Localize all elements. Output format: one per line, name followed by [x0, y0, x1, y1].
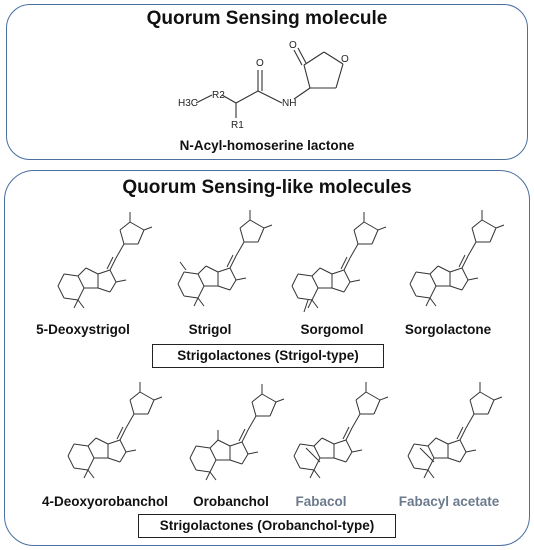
molecule-fabacyl-acetate	[407, 381, 503, 479]
atom-nh: NH	[282, 98, 296, 109]
atom-r2: R2	[212, 90, 225, 101]
orobanchol-type-box: Strigolactones (Orobanchol-type)	[138, 514, 396, 538]
ahl-structure: H3C R2 R1 O NH O O	[178, 40, 349, 131]
compound-label-sorgolactone: Sorgolactone	[404, 322, 492, 337]
bottom-panel-title: Quorum Sensing-like molecules	[122, 177, 412, 198]
strigol-type-box: Strigolactones (Strigol-type)	[152, 344, 384, 368]
ahl-label: N-Acyl-homoserine lactone	[179, 138, 355, 153]
atom-lactone-o: O	[289, 40, 297, 51]
atom-carbonyl-o: O	[256, 58, 264, 69]
top-panel-title: Quorum Sensing molecule	[146, 8, 388, 29]
top-panel	[6, 4, 528, 160]
compound-label-sorgomol: Sorgomol	[300, 322, 364, 337]
molecule-sorgolactone	[409, 209, 505, 307]
atom-r1: R1	[231, 120, 244, 131]
atom-ch3: H3C	[178, 98, 198, 109]
compound-label-5-deoxystrigol: 5-Deoxystrigol	[36, 322, 130, 337]
molecule-5-deoxystrigol	[57, 211, 153, 309]
molecule-4-deoxyorobanchol	[67, 381, 163, 479]
molecule-orobanchol	[189, 383, 285, 481]
compound-label-fabacol: Fabacol	[295, 494, 347, 509]
compound-label-4-deoxyorobanchol: 4-Deoxyorobanchol	[41, 494, 169, 509]
atom-ring-o: O	[341, 54, 349, 65]
bottom-panel	[4, 170, 530, 546]
compound-label-strigol: Strigol	[188, 322, 232, 337]
molecule-strigol	[177, 209, 273, 307]
molecule-fabacol	[293, 381, 389, 479]
molecule-sorgomol	[291, 211, 387, 313]
compound-label-fabacyl-acetate: Fabacyl acetate	[398, 494, 500, 509]
compound-label-orobanchol: Orobanchol	[193, 494, 269, 509]
